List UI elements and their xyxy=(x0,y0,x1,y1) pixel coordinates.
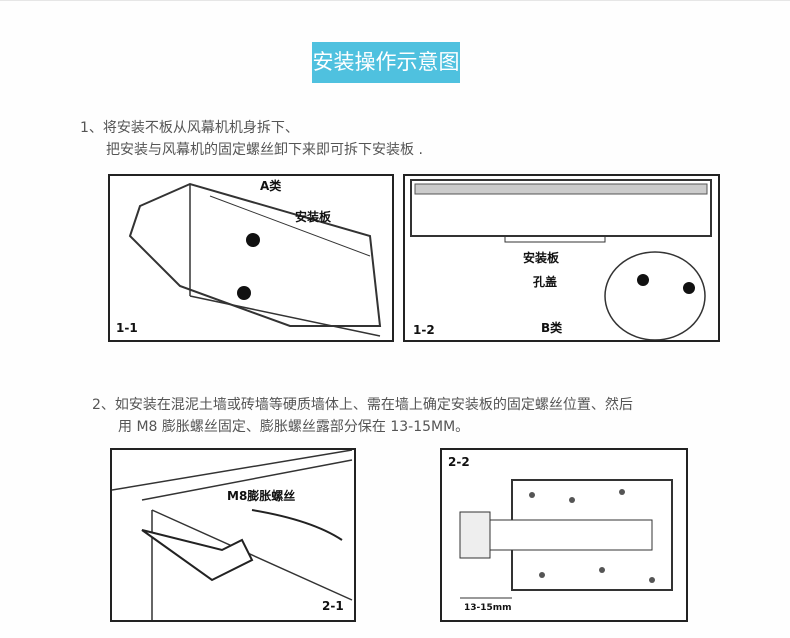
fig21-bolt: M8膨胀螺丝 xyxy=(227,488,295,503)
figure-1-1: A类 安装板 1-1 xyxy=(108,174,394,342)
step2-line2: 用 M8 膨胀螺丝固定、膨胀螺丝露部分保在 13-15MM。 xyxy=(118,419,470,435)
fig11-id: 1-1 xyxy=(116,321,138,335)
fig12-type: B类 xyxy=(541,320,563,335)
fig22-id: 2-2 xyxy=(448,455,470,469)
fig12-plate: 安装板 xyxy=(523,250,560,265)
fig11-type: A类 xyxy=(260,178,282,193)
step1-line2: 把安装与风幕机的固定螺丝卸下来即可拆下安装板 . xyxy=(106,142,423,158)
step2-line1: 2、如安装在混泥土墙或砖墙等硬质墙体上、需在墙上确定安装板的固定螺丝位置、然后 xyxy=(92,397,633,413)
fig12-cover: 孔盖 xyxy=(533,274,557,289)
figure-2-2: 2-2 13-15mm xyxy=(440,448,688,622)
fig21-id: 2-1 xyxy=(322,599,344,613)
fig12-id: 1-2 xyxy=(413,323,435,337)
figure-1-2: 安装板 孔盖 1-2 B类 xyxy=(403,174,720,342)
page-title: 安装操作示意图 xyxy=(312,42,460,83)
figure-2-1: M8膨胀螺丝 2-1 xyxy=(110,448,356,622)
step1-line1: 1、将安装不板从风幕机机身拆下、 xyxy=(80,120,299,136)
fig22-dim: 13-15mm xyxy=(464,603,512,613)
fig11-plate: 安装板 xyxy=(295,209,332,224)
